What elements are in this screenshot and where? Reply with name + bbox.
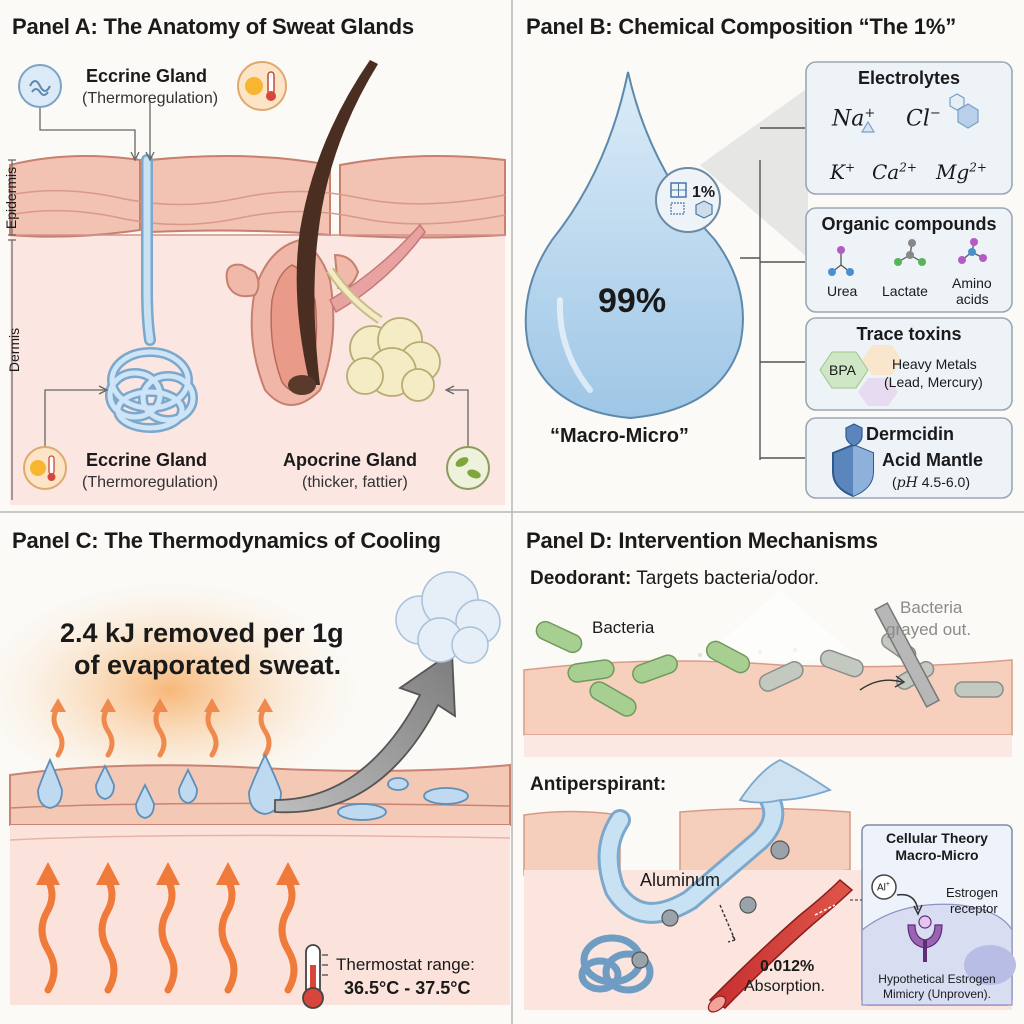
bacteria-label: Bacteria xyxy=(592,618,655,637)
apocrine-gland-name: Apocrine Gland xyxy=(283,450,418,470)
estrogen-label-1: Estrogen xyxy=(946,885,999,900)
apocrine-gland-note: (thicker, fattier) xyxy=(302,474,408,491)
panel-a-title: Panel A: The Anatomy of Sweat Glands xyxy=(12,14,414,39)
inset-percent: 1% xyxy=(692,184,716,201)
organic-lactate: Lactate xyxy=(882,283,928,299)
thermostat-label: Thermostat range: xyxy=(336,955,475,974)
panel-c-title: Panel C: The Thermodynamics of Cooling xyxy=(12,528,441,553)
organic-urea: Urea xyxy=(827,283,858,299)
ion-na: Na+ xyxy=(832,106,876,132)
eccrine-gland-bottom-name: Eccrine Gland xyxy=(86,450,208,470)
cooling-headline-2: of evaporated sweat. xyxy=(74,650,342,680)
toxins-bpa: BPA xyxy=(829,362,856,378)
hypothesis-line-2: Mimicry (Unproven). xyxy=(882,987,991,1001)
deodorant-line: Deodorant: Targets bacteria/odor. xyxy=(530,568,819,589)
panel-a-illustration xyxy=(8,60,506,505)
organic-title: Organic compounds xyxy=(821,214,997,234)
organic-acids: acids xyxy=(956,291,989,307)
aluminum-ion: Al+ xyxy=(877,881,890,894)
drop-caption: “Macro-Micro” xyxy=(550,425,689,447)
absorption-percent: 0.012% xyxy=(760,958,815,975)
acid-mantle-label: Acid Mantle xyxy=(882,450,984,470)
toxins-title: Trace toxins xyxy=(856,324,962,344)
ion-k: K+ xyxy=(830,160,856,184)
vapor-cloud xyxy=(395,571,501,664)
cooling-headline-1: 2.4 kJ removed per 1g xyxy=(60,618,344,648)
absorption-text: Absorption. xyxy=(744,978,825,995)
cellular-title-2: Macro-Micro xyxy=(895,847,979,863)
eccrine-gland-bottom-role: (Thermoregulation) xyxy=(82,474,219,491)
ion-ca: Ca2+ xyxy=(872,160,917,184)
antiperspirant-label: Antiperspirant: xyxy=(530,774,667,795)
panel-b-title: Panel B: Chemical Composition “The 1%” xyxy=(526,14,957,39)
eccrine-gland-top-name: Eccrine Gland xyxy=(86,66,208,86)
ion-mg: Mg2+ xyxy=(936,160,987,184)
grayed-bacteria-1: Bacteria xyxy=(900,598,963,617)
dermis-label: Dermis xyxy=(6,327,23,373)
sweat-drops xyxy=(37,752,469,821)
estrogen-label-2: receptor xyxy=(950,901,998,916)
toxins-metals: Heavy Metals xyxy=(892,356,977,372)
grayed-bacteria-2: grayed out. xyxy=(886,620,972,639)
cellular-title-1: Cellular Theory xyxy=(886,830,988,846)
bacteria-live xyxy=(535,620,751,717)
panel-c-illustration xyxy=(0,571,511,1009)
aluminum-label: Aluminum xyxy=(640,870,721,890)
organic-amino: Amino xyxy=(952,275,992,291)
epidermis-label: Epidermis xyxy=(3,166,20,230)
evaporation-arrow xyxy=(274,650,456,814)
thermostat-range: 36.5°C - 37.5°C xyxy=(344,978,471,998)
panel-d-title: Panel D: Intervention Mechanisms xyxy=(526,528,878,553)
ph-range: (pH 4.5-6.0) xyxy=(892,474,970,491)
electrolytes-title: Electrolytes xyxy=(857,68,961,88)
panel-b-illustration xyxy=(524,61,1013,499)
eccrine-gland-top-role: (Thermoregulation) xyxy=(82,90,219,107)
heat-arrows-below xyxy=(38,876,298,994)
toxins-metals-detail: (Lead, Mercury) xyxy=(884,374,983,390)
drop-percent: 99% xyxy=(598,282,667,320)
panel-d-illustration xyxy=(523,590,1016,1013)
hypothesis-line-1: Hypothetical Estrogen xyxy=(878,972,996,986)
bacteria-grayed xyxy=(758,632,1004,698)
dermcidin-title: Dermcidin xyxy=(866,424,955,444)
ion-cl: Cl− xyxy=(906,106,941,132)
